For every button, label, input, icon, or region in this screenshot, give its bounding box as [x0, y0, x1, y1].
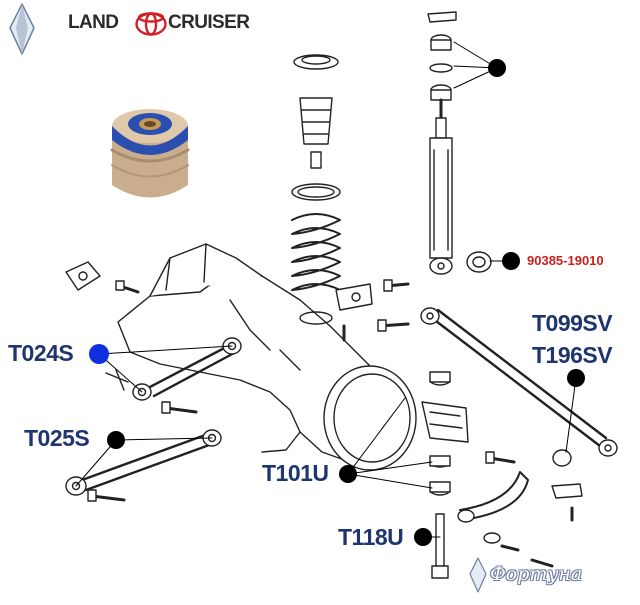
lateral-rod [377, 279, 618, 457]
marker-dot [488, 59, 506, 77]
label-t024: T024S [8, 340, 74, 366]
bushing-photo [110, 109, 190, 198]
brand-land: LAND [68, 12, 119, 33]
watermark-text: Фортуна [490, 563, 583, 585]
axle-housing [117, 243, 417, 471]
label-t025: T025S [24, 425, 90, 451]
shock-absorber [427, 11, 492, 275]
label-t118: T118U [338, 524, 404, 550]
coil-spring-assembly [291, 54, 373, 342]
label-t101: T101U [262, 460, 329, 486]
marker-dot [414, 528, 432, 546]
lower-control-arm [65, 401, 222, 502]
diamond-logo-icon [9, 3, 35, 55]
label-t099: T099SV [532, 310, 613, 336]
brand-cruiser: CRUISER [168, 12, 250, 33]
watermark-diamond-icon [469, 557, 487, 593]
marker-dot [567, 369, 585, 387]
marker-dot [502, 252, 520, 270]
marker-dot-highlight [89, 344, 109, 364]
mount-bracket [65, 261, 140, 294]
stabilizer-bushings [421, 371, 516, 496]
toyota-logo-icon [135, 12, 167, 36]
label-90385: 90385-19010 [527, 253, 604, 268]
marker-dot [339, 465, 357, 483]
stabilizer-bar [431, 449, 583, 579]
upper-control-arm [105, 337, 242, 401]
marker-dot [107, 431, 125, 449]
label-t196: T196SV [532, 342, 613, 368]
